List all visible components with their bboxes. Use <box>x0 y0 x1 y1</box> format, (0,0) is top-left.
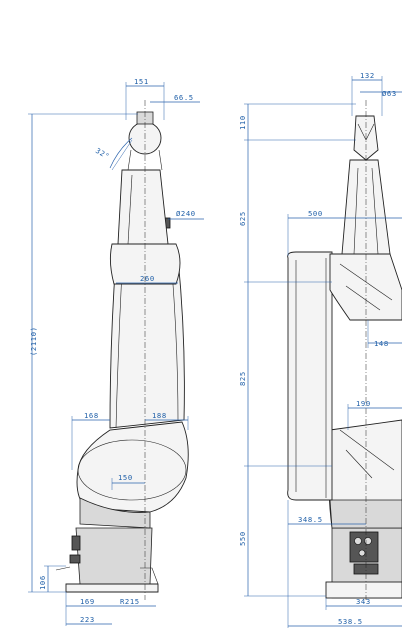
side-connector <box>71 535 81 551</box>
side-dia-text: Ø240 <box>176 209 196 218</box>
front-turret-diag <box>339 429 395 479</box>
front-connector-2 <box>364 537 372 545</box>
side-view: (2110) 151 66.5 32° Ø240 260 168 188 150 <box>28 77 204 626</box>
side-base-pedestal <box>75 527 153 585</box>
side-angle-text: 32° <box>94 146 111 161</box>
side-base-radius-text: R215 <box>120 597 140 606</box>
side-elbow <box>109 243 181 285</box>
side-lower-band <box>77 439 187 501</box>
side-upper-width-text: 260 <box>140 274 155 283</box>
side-main-arm-edge-2 <box>171 269 179 421</box>
side-wrist-lines <box>127 149 163 171</box>
side-base-height-text: 106 <box>38 575 47 590</box>
side-cable <box>55 566 71 571</box>
front-base-plate <box>325 581 402 599</box>
side-base-foot <box>140 567 159 585</box>
front-190-text: 190 <box>356 399 371 408</box>
front-flange-text: Ø63 <box>382 89 397 98</box>
side-base-total-text: 223 <box>80 615 95 624</box>
front-base-height-text: 550 <box>238 531 247 546</box>
side-mid-width-text: 150 <box>118 473 133 482</box>
front-overall-width-text: 538.5 <box>338 617 363 626</box>
front-forearm-line <box>353 167 379 255</box>
side-connector-2 <box>69 554 81 564</box>
front-wrist-height-text: 110 <box>238 115 247 130</box>
side-angle-arc <box>109 137 133 169</box>
front-base-width-text: 343 <box>356 597 371 606</box>
front-top-width-text: 132 <box>360 71 375 80</box>
front-long-arm <box>287 251 333 501</box>
front-arm-height-text: 825 <box>238 371 247 386</box>
side-base-left-text: 169 <box>80 597 95 606</box>
side-top-offset-text: 66.5 <box>174 93 194 102</box>
front-reach-text: 500 <box>308 209 323 218</box>
front-wrist-v <box>357 123 375 141</box>
front-148-text: 148 <box>374 339 389 348</box>
side-forearm-line <box>127 174 133 245</box>
front-turret-lower <box>329 499 402 529</box>
side-forearm <box>117 169 169 245</box>
side-right-offset-text: 188 <box>152 411 167 420</box>
side-left-offset-text: 168 <box>84 411 99 420</box>
front-forearm-height-text: 625 <box>238 211 247 226</box>
front-view: 110 625 825 550 132 Ø63 500 148 190 348.… <box>238 71 402 628</box>
side-angle-ext <box>111 139 133 171</box>
side-lower-ring <box>79 497 151 529</box>
front-base-offset-text: 348.5 <box>298 515 323 524</box>
front-connector-panel <box>349 531 379 563</box>
side-main-arm <box>109 257 185 429</box>
side-lower-turret <box>76 421 189 513</box>
side-top-width-text: 151 <box>134 77 149 86</box>
side-main-arm-edge <box>115 269 123 429</box>
side-overall-height-text: (2110) <box>29 326 38 356</box>
front-connector-3 <box>358 549 366 557</box>
front-connector-1 <box>354 537 362 545</box>
side-base-plate <box>65 583 159 593</box>
